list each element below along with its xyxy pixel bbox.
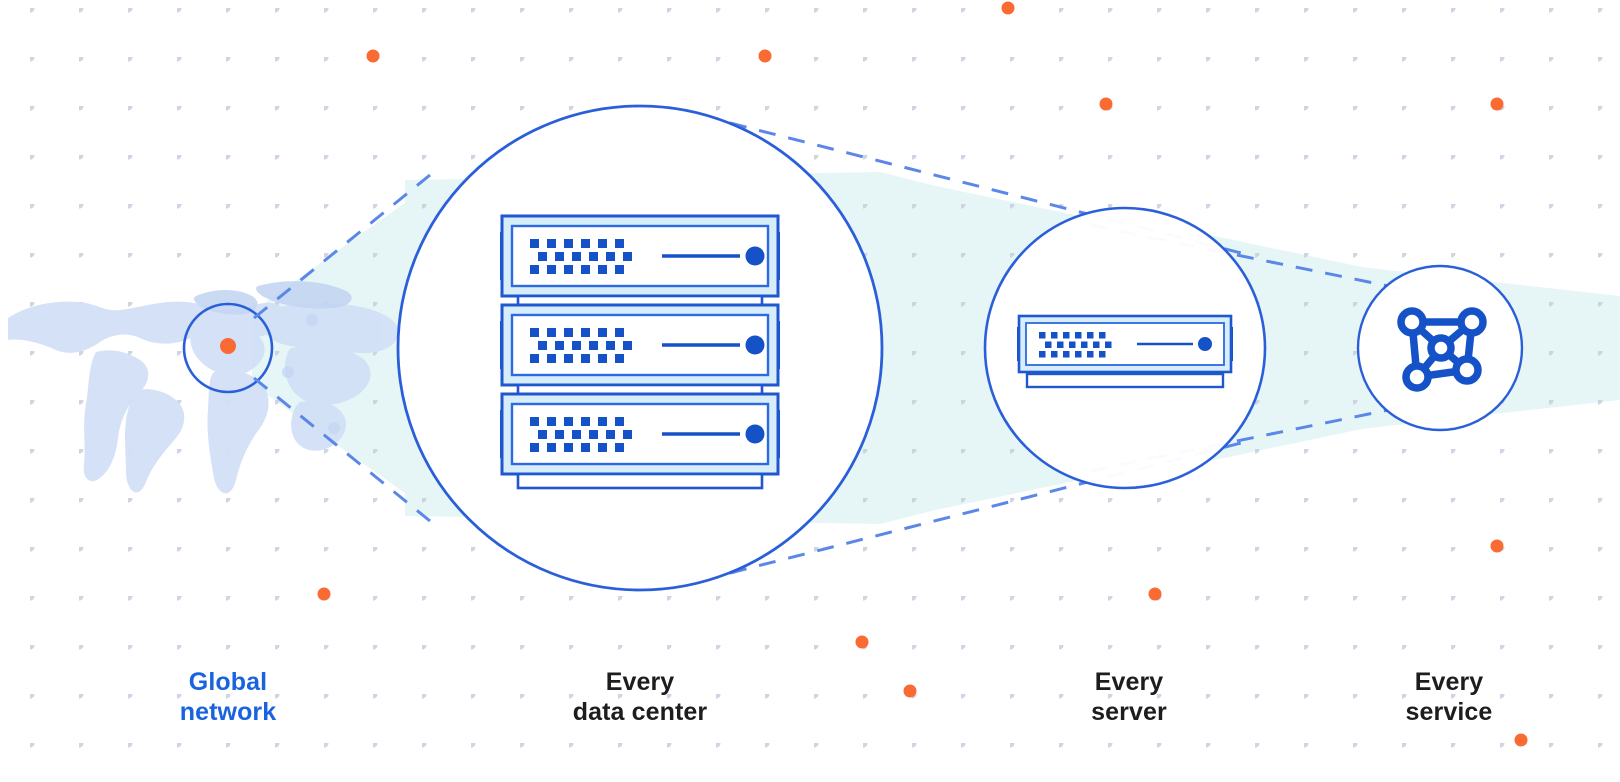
highlight-dot <box>758 49 772 63</box>
stage-label-every-data-center: Every data center <box>572 668 708 726</box>
data-center-circle-group[interactable] <box>396 104 884 592</box>
world-map-icon <box>8 281 399 494</box>
server-rack-icon <box>498 214 782 490</box>
highlight-dot <box>855 635 869 649</box>
stage-label-global-network: Global network <box>179 668 277 726</box>
highlight-dot <box>1148 587 1162 601</box>
highlight-dot <box>1001 1 1015 15</box>
highlight-dot <box>317 587 331 601</box>
highlight-dot <box>903 684 917 698</box>
stage-label-every-service: Every service <box>1405 668 1493 726</box>
highlight-dot <box>1514 733 1528 747</box>
globe-highlight-circle[interactable] <box>182 302 274 394</box>
globe-location-marker <box>220 338 236 354</box>
highlight-dot <box>1099 97 1113 111</box>
highlight-dot-group <box>317 1 1528 747</box>
highlight-dot <box>1490 97 1504 111</box>
network-nodes-icon <box>1397 307 1487 392</box>
stage-label-every-server: Every server <box>1091 668 1167 726</box>
single-server-icon <box>1015 314 1235 389</box>
server-circle-group[interactable] <box>983 206 1267 490</box>
funnel-dashed-connectors <box>253 121 1409 575</box>
service-circle-group[interactable] <box>1356 264 1524 432</box>
highlight-dot <box>366 49 380 63</box>
globe-circle-outline <box>182 302 274 394</box>
highlight-dot <box>1490 539 1504 553</box>
